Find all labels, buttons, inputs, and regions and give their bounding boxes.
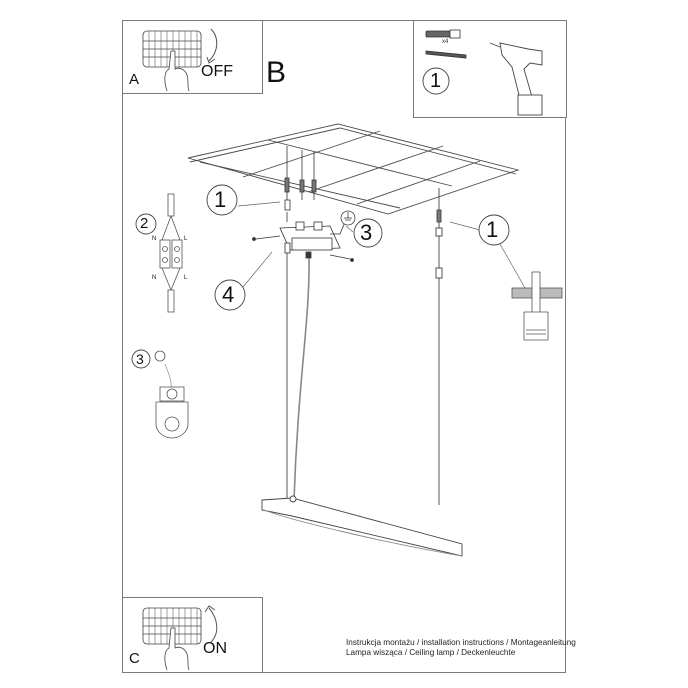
wall-plug-icon [425, 29, 461, 39]
wall-anchor-detail [511, 271, 563, 341]
wire-label-n-top: N [152, 236, 157, 242]
tools-step-number: 1 [430, 70, 442, 92]
panel-b-letter: B [266, 56, 287, 89]
canopy-bracket [252, 221, 354, 262]
callout-1-left: 1 [214, 187, 227, 212]
lamp-body [261, 495, 463, 557]
callout-3-detail: 3 [136, 351, 144, 367]
panel-c-power-on: C ON [122, 597, 263, 673]
quantity-mark: x4 [442, 39, 449, 45]
screw-icon [425, 50, 467, 59]
wire-label-n-bottom: N [152, 275, 157, 281]
panel-a-power-off: A OFF [122, 20, 263, 94]
document-caption: Instrukcja montażu / installation instru… [346, 638, 576, 658]
breaker-on-illustration [142, 605, 218, 671]
left-mount-screws [284, 146, 317, 222]
wiring-detail-2 [159, 193, 183, 313]
panel-c-letter: C [129, 650, 140, 667]
caption-line-2: Lampa wisząca / Ceiling lamp / Deckenleu… [346, 648, 516, 657]
ground-symbol [340, 210, 356, 226]
power-off-label: OFF [201, 63, 233, 80]
panel-a-letter: A [129, 71, 140, 88]
step-1-circle [422, 67, 450, 95]
callout-circles [131, 184, 510, 369]
wire-label-l-top: L [184, 236, 188, 242]
power-on-label: ON [203, 640, 227, 657]
ground-detail-3 [154, 350, 189, 439]
callout-4: 4 [222, 282, 235, 307]
callout-2: 2 [140, 215, 149, 232]
tools-box: x4 1 [413, 20, 567, 118]
breaker-off-illustration [142, 28, 218, 92]
wire-label-l-bottom: L [184, 275, 188, 281]
callout-leaders [237, 201, 526, 289]
suspension-cables [284, 188, 443, 505]
callout-3-main: 3 [360, 220, 373, 245]
drill-icon [489, 42, 543, 116]
tools-illustration [422, 29, 543, 116]
instruction-sheet-frame [122, 20, 566, 673]
callout-1-right: 1 [486, 217, 499, 242]
ceiling-plate [187, 123, 520, 215]
caption-line-1: Instrukcja montażu / installation instru… [346, 638, 576, 647]
